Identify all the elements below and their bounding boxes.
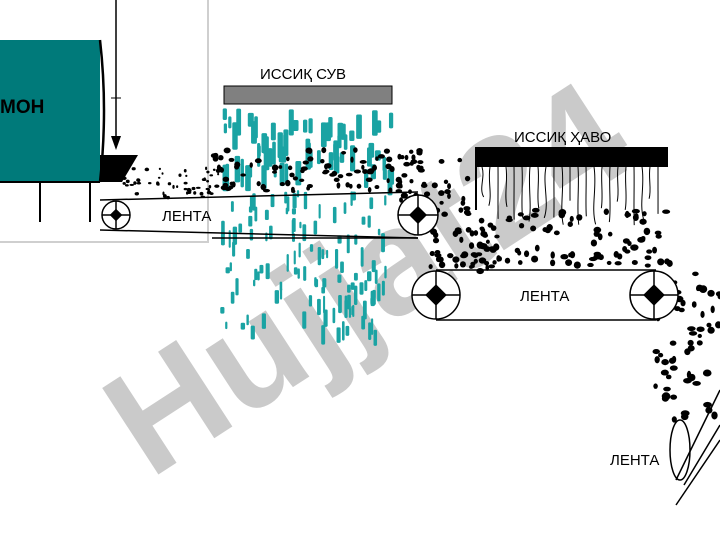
hopper-label: МОН	[0, 97, 45, 118]
belt-1-bottom	[99, 229, 419, 239]
belt-1-top	[99, 191, 419, 201]
belt-3-lower	[675, 439, 720, 506]
belt-3-label: ЛЕНТА	[610, 452, 660, 469]
hot-air-streams	[481, 166, 659, 226]
belt-2	[411, 269, 679, 321]
belt-1	[99, 191, 439, 239]
watermark-text: Hujjat24	[76, 48, 657, 507]
watermark: Hujjat24	[76, 48, 657, 507]
hot-water-label: ИССИҚ СУВ	[260, 66, 347, 83]
belt-3-pulley	[669, 419, 691, 481]
hopper-body	[0, 40, 100, 182]
belt-1-pulley-right	[397, 194, 439, 236]
hot-water-manifold	[223, 85, 393, 105]
belt-3-upper	[675, 389, 720, 481]
belt-3-mid	[683, 424, 720, 486]
feed-arrow-head	[111, 136, 121, 150]
hopper	[0, 0, 138, 222]
hot-air-label: ИССИҚ ҲАВО	[514, 129, 612, 146]
belt-2-pulley-right	[629, 270, 679, 320]
inset-frame	[0, 0, 209, 243]
belt-1-label: ЛЕНТА	[162, 208, 212, 225]
hopper-chute	[100, 155, 138, 182]
belt-1-pulley-left	[101, 200, 131, 230]
belt-2-pulley-left	[411, 270, 461, 320]
belt-2-label: ЛЕНТА	[520, 288, 570, 305]
belt-3	[669, 389, 720, 506]
hot-air-manifold	[476, 147, 668, 167]
